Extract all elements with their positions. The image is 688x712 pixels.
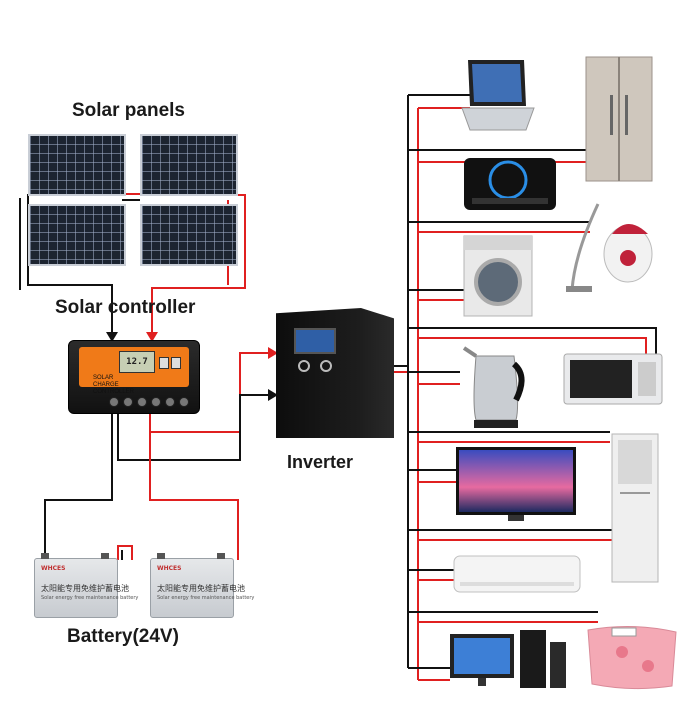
terminal-icon — [123, 397, 133, 407]
battery-text: 太阳能专用免维护蓄电池 — [157, 584, 245, 593]
arrow-right-icon — [268, 347, 278, 359]
battery-terminal — [157, 553, 165, 559]
inverter-label: Inverter — [287, 452, 354, 472]
washing-machine-icon — [463, 235, 533, 317]
terminal-icon — [137, 397, 147, 407]
controller-face-text: SOLAR CHARGE CONTROLLER — [93, 375, 135, 395]
usb-port-icon — [159, 357, 169, 369]
battery-subtext: Solar energy free maintenance battery — [41, 595, 139, 601]
battery-terminal — [41, 553, 49, 559]
battery-terminal — [217, 553, 225, 559]
induction-cooker-icon — [464, 158, 556, 210]
battery-unit: WHCES 太阳能专用免维护蓄电池 Solar energy free main… — [150, 553, 254, 618]
solar-panel — [28, 134, 126, 196]
battery-brand: WHCES — [157, 565, 182, 572]
battery-brand: WHCES — [41, 565, 66, 572]
solar-panel — [140, 134, 238, 196]
microwave-icon — [563, 353, 663, 405]
refrigerator-icon — [585, 56, 653, 182]
solar-charge-controller: 12.7 SOLAR CHARGE CONTROLLER — [68, 340, 200, 414]
television-icon — [456, 447, 576, 521]
wall-air-conditioner-icon — [453, 555, 581, 593]
standing-air-conditioner-icon — [611, 433, 659, 583]
solar-panels-label: Solar panels — [72, 100, 185, 121]
knob-icon — [320, 360, 332, 372]
vacuum-cleaner-icon — [566, 203, 653, 292]
arrow-right-icon — [268, 389, 278, 401]
battery-text: 太阳能专用免维护蓄电池 — [41, 584, 129, 593]
solar-panel — [28, 204, 126, 266]
battery-subtext: Solar energy free maintenance battery — [157, 595, 255, 601]
solar-controller-label: Solar controller — [55, 297, 196, 318]
solar-panel — [140, 204, 238, 266]
terminal-icon — [165, 397, 175, 407]
knob-icon — [298, 360, 310, 372]
controller-display: 12.7 — [119, 351, 155, 373]
inverter-screen — [294, 328, 336, 354]
electric-kettle-icon — [462, 346, 525, 428]
battery-unit: WHCES 太阳能专用免维护蓄电池 Solar energy free main… — [34, 553, 138, 618]
terminal-icon — [179, 397, 189, 407]
electric-blanket-icon — [587, 625, 677, 690]
desktop-computer-icon — [450, 630, 566, 688]
inverter-unit — [276, 308, 394, 438]
controller-face: 12.7 SOLAR CHARGE CONTROLLER — [79, 347, 189, 395]
arrow-down-icon — [106, 332, 118, 342]
laptop-icon — [461, 60, 535, 131]
battery-label: Battery(24V) — [67, 626, 179, 647]
terminal-icon — [109, 397, 119, 407]
battery-terminal — [101, 553, 109, 559]
terminal-icon — [151, 397, 161, 407]
arrow-down-icon — [146, 332, 158, 342]
usb-port-icon — [171, 357, 181, 369]
